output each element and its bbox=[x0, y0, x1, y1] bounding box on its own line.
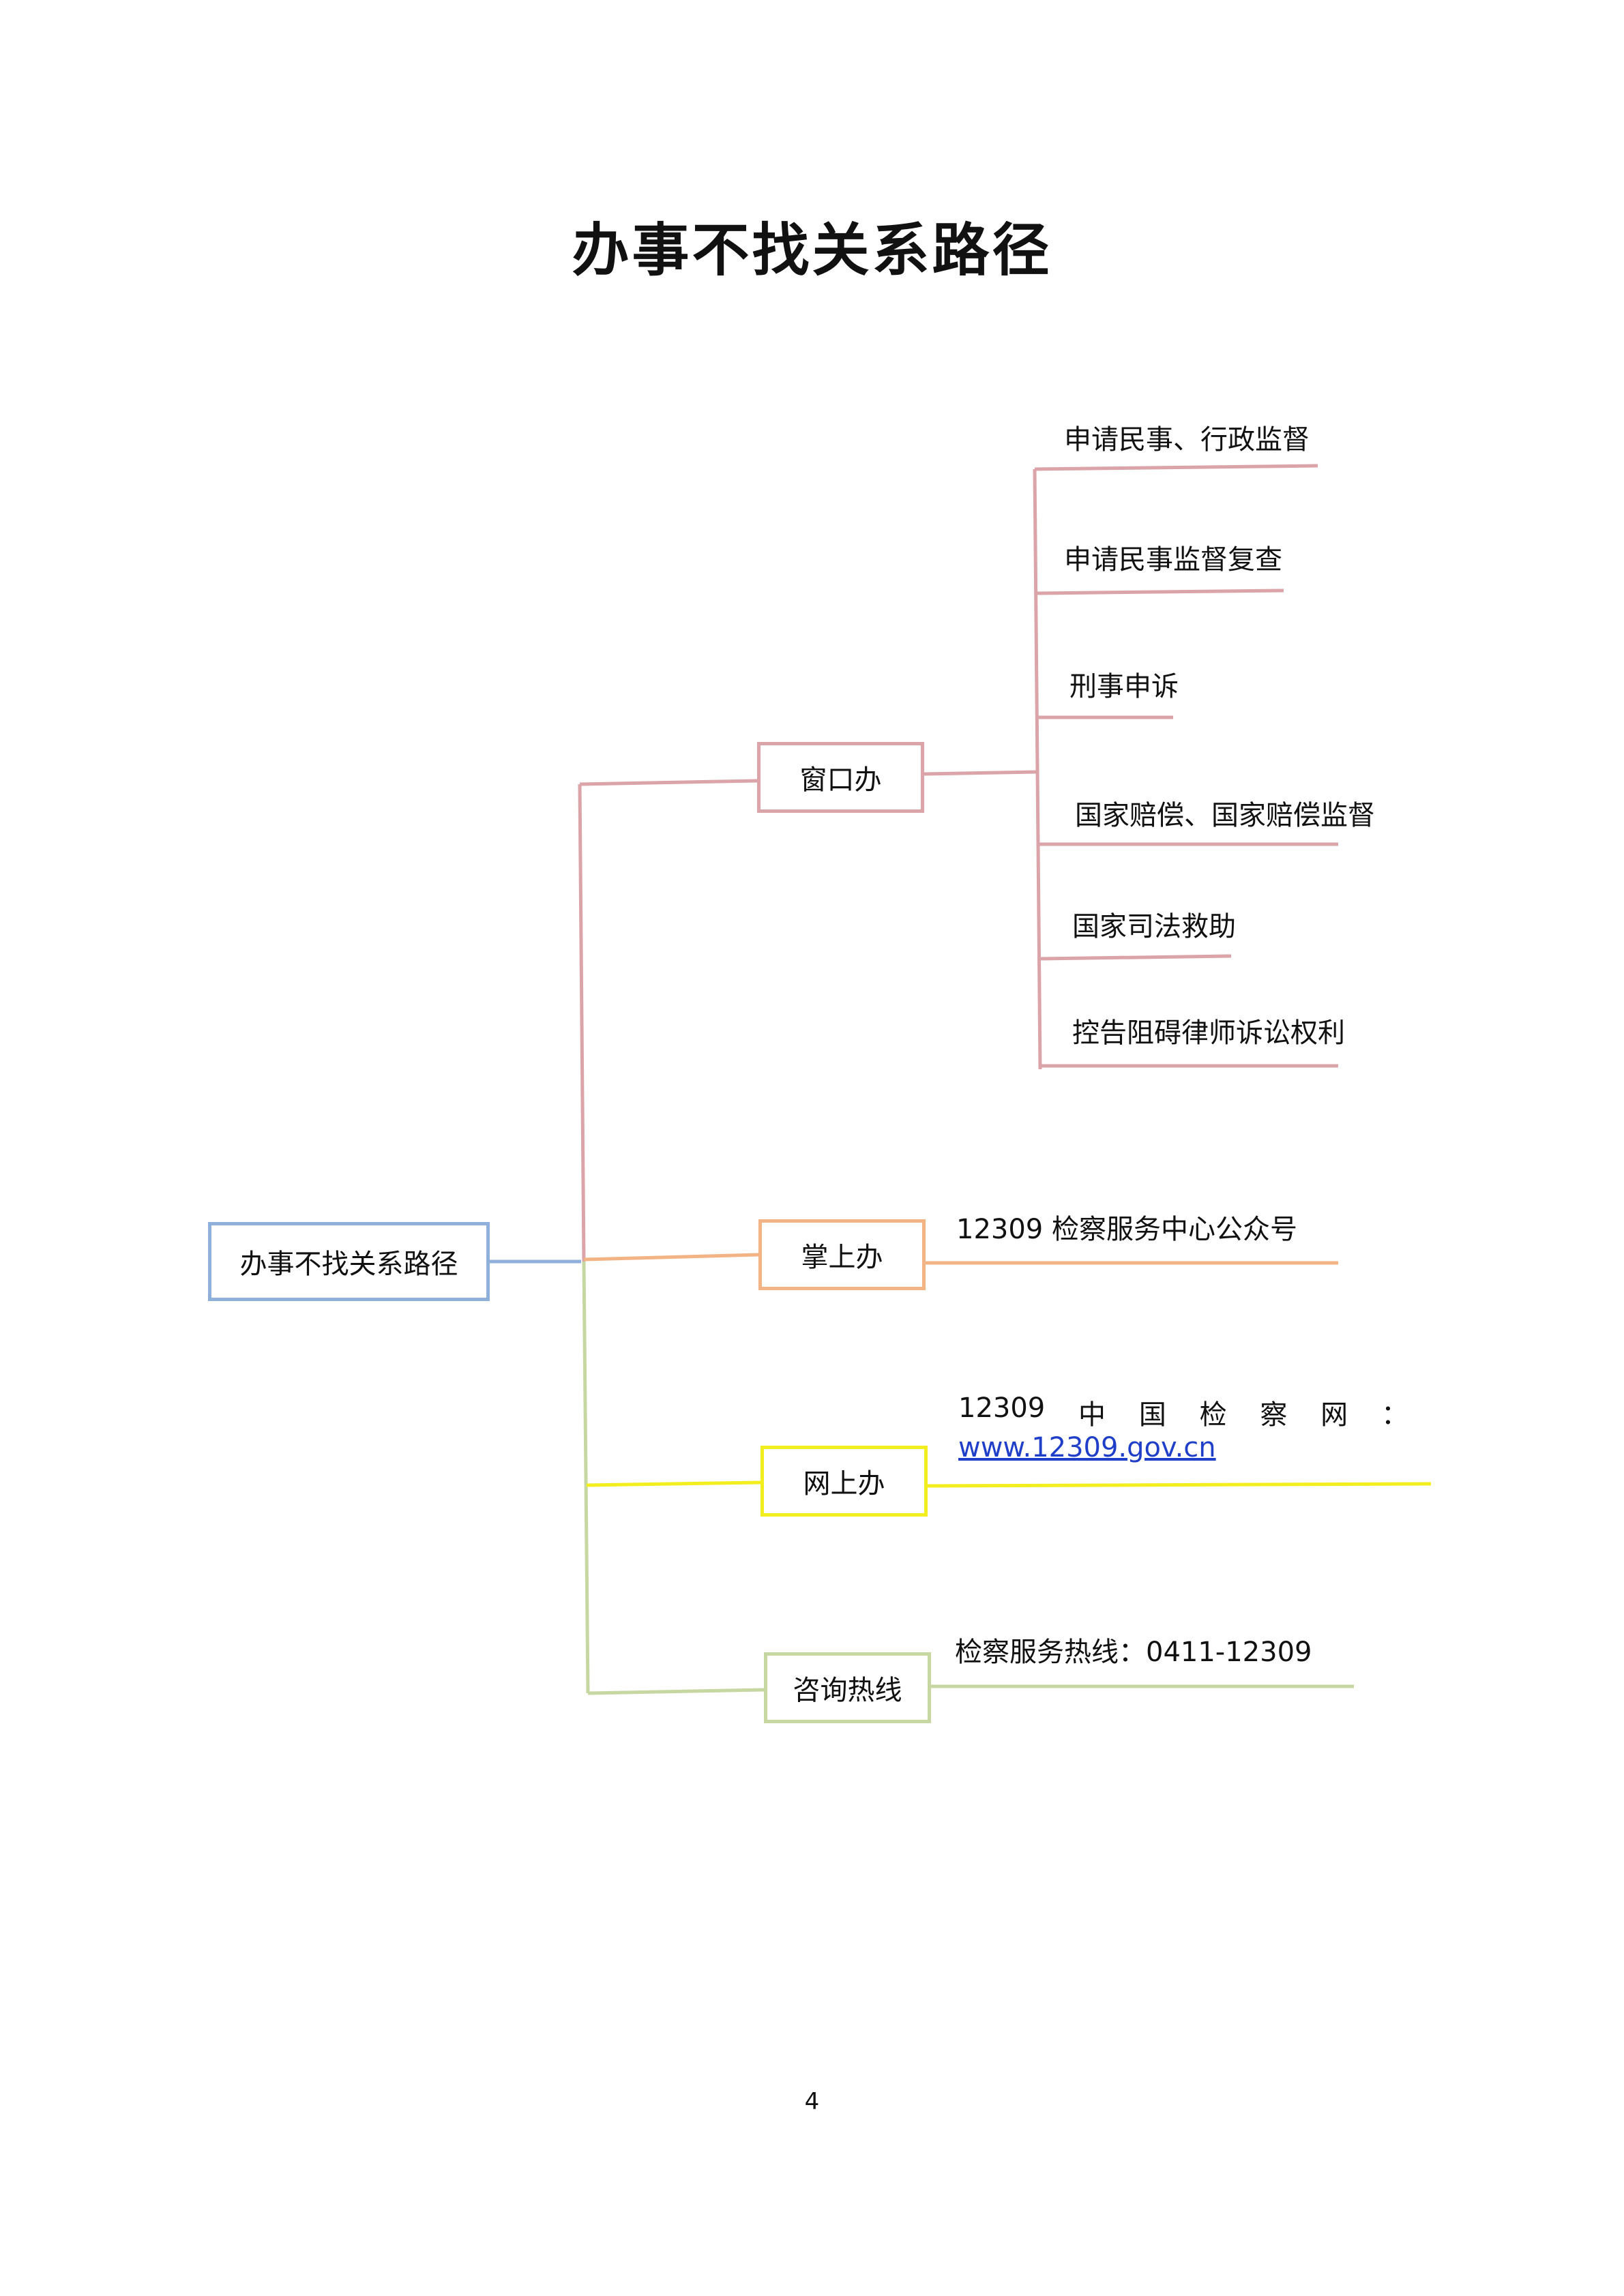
web-node: 网上办 bbox=[761, 1446, 928, 1517]
window-leaf-6: 控告阻碍律师诉讼权利 bbox=[1072, 1017, 1345, 1049]
page-title: 办事不找关系路径 bbox=[572, 216, 1052, 284]
window-leaf-2: 申请民事监督复查 bbox=[1064, 544, 1282, 576]
palm-leaf-text: 检察服务中心公众号 bbox=[1051, 1214, 1297, 1245]
web-leaf-word-4: 察 bbox=[1260, 1399, 1288, 1431]
web-leaf-line1: 12309 中 国 检 察 网 ： bbox=[958, 1392, 1408, 1432]
web-leaf-url-wrap: www.12309.gov.cn bbox=[958, 1432, 1216, 1463]
web-url-link[interactable]: www.12309.gov.cn bbox=[958, 1432, 1216, 1463]
hotline-leaf-text: 检察服务热线： bbox=[955, 1637, 1146, 1668]
palm-connector bbox=[583, 1253, 759, 1262]
web-leaf-word-5: 网 bbox=[1320, 1399, 1348, 1431]
web-connector bbox=[586, 1480, 761, 1487]
web-leaf-word-2: 国 bbox=[1138, 1399, 1166, 1431]
web-leaf-word-3: 检 bbox=[1199, 1399, 1227, 1431]
leaf-underline-5 bbox=[1039, 954, 1232, 961]
web-leaf-word-1: 中 bbox=[1078, 1399, 1106, 1431]
root-node: 办事不找关系路径 bbox=[208, 1222, 490, 1301]
window-leaf-connector bbox=[924, 770, 1037, 776]
hotline-leaf: 检察服务热线：0411-12309 bbox=[955, 1630, 1312, 1669]
window-leaf-4: 国家赔偿、国家赔偿监督 bbox=[1075, 800, 1375, 831]
page-number: 4 bbox=[804, 2088, 820, 2115]
window-leaf-3: 刑事申诉 bbox=[1069, 671, 1179, 702]
leaf-underline-2 bbox=[1035, 588, 1284, 595]
trunk-upper bbox=[578, 784, 586, 1262]
window-connector bbox=[579, 779, 758, 786]
web-leaf-word-0: 12309 bbox=[958, 1392, 1046, 1424]
hotline-leaf-number: 0411-12309 bbox=[1146, 1637, 1312, 1668]
web-leaf-word-6: ： bbox=[1381, 1399, 1408, 1431]
hotline-node: 咨询热线 bbox=[764, 1652, 931, 1723]
leaf-underline-1 bbox=[1034, 464, 1318, 471]
web-leaf-line bbox=[927, 1482, 1432, 1488]
window-leaf-5: 国家司法救助 bbox=[1072, 911, 1236, 942]
trunk-lower bbox=[582, 1261, 590, 1694]
window-leaf-1: 申请民事、行政监督 bbox=[1064, 424, 1310, 456]
palm-leaf-number: 12309 bbox=[956, 1214, 1044, 1245]
palm-leaf: 12309 检察服务中心公众号 bbox=[956, 1207, 1297, 1247]
window-leaf-bracket bbox=[1033, 468, 1042, 1070]
hotline-connector bbox=[587, 1688, 765, 1695]
window-node: 窗口办 bbox=[757, 742, 924, 813]
palm-node: 掌上办 bbox=[758, 1219, 926, 1290]
